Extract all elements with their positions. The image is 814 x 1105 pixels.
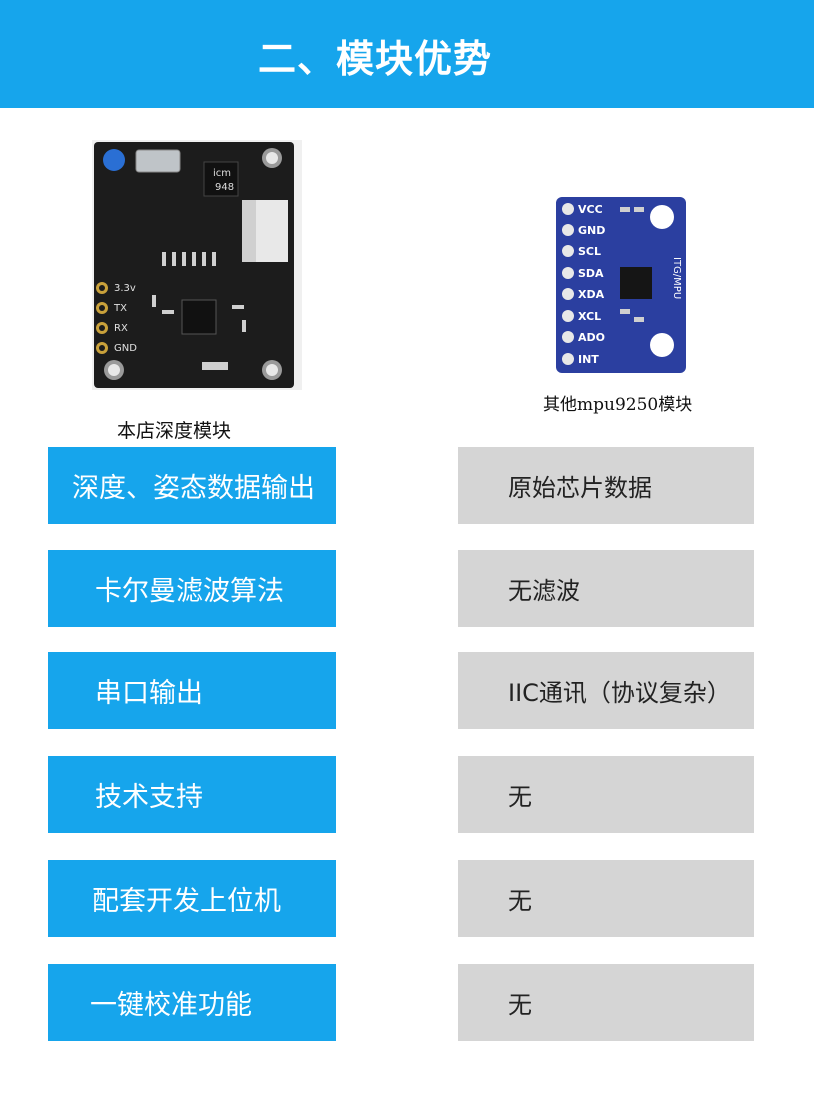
board-text: ITG/MPU — [671, 257, 682, 299]
ours-feature-label: 卡尔曼滤波算法 — [95, 576, 284, 607]
ours-feature-4: 技术支持 — [48, 756, 336, 833]
blue-mark — [103, 149, 125, 171]
theirs-feature-2: 无滤波 — [458, 550, 754, 627]
pin-label-gnd: GND — [114, 343, 137, 354]
ours-feature-label: 深度、姿态数据输出 — [72, 473, 315, 504]
theirs-feature-label: IIC通讯（协议复杂） — [508, 679, 731, 707]
theirs-feature-4: 无 — [458, 756, 754, 833]
depth-module-image: icm 948 3.3v TX RX GND — [92, 140, 302, 390]
theirs-feature-label: 无滤波 — [508, 577, 580, 605]
theirs-feature-label: 无 — [508, 783, 532, 811]
pin-sda: SDA — [578, 267, 604, 280]
pin-gnd: GND — [578, 224, 605, 237]
right-module-caption: 其他mpu9250模块 — [543, 395, 693, 415]
ours-feature-label: 技术支持 — [95, 782, 203, 813]
pin-int: INT — [578, 353, 599, 366]
theirs-feature-3: IIC通讯（协议复杂） — [458, 652, 754, 729]
ours-feature-label: 一键校准功能 — [90, 990, 252, 1021]
chip-label-1: icm — [213, 168, 231, 179]
ours-feature-1: 深度、姿态数据输出 — [48, 447, 336, 524]
pin-xda: XDA — [578, 288, 605, 301]
ours-feature-label: 串口输出 — [95, 678, 203, 709]
pin-label-3v3: 3.3v — [114, 283, 136, 294]
ours-feature-2: 卡尔曼滤波算法 — [48, 550, 336, 627]
theirs-feature-5: 无 — [458, 860, 754, 937]
ours-feature-3: 串口输出 — [48, 652, 336, 729]
pin-ado: ADO — [578, 331, 605, 344]
connector — [252, 200, 288, 262]
left-module-caption: 本店深度模块 — [117, 420, 232, 442]
pin-label-tx: TX — [113, 303, 127, 314]
mpu9250-module-image: VCC GND SCL SDA XDA XCL ADO INT ITG/MPU — [556, 197, 686, 373]
pin-xcl: XCL — [578, 310, 601, 323]
ours-feature-5: 配套开发上位机 — [48, 860, 336, 937]
chip-label-2: 948 — [215, 182, 234, 193]
pin-label-rx: RX — [114, 323, 128, 334]
ours-feature-label: 配套开发上位机 — [92, 886, 281, 917]
theirs-feature-6: 无 — [458, 964, 754, 1041]
ours-feature-6: 一键校准功能 — [48, 964, 336, 1041]
header-banner: 二、模块优势 — [0, 0, 814, 108]
page-title: 二、模块优势 — [258, 37, 493, 81]
pin-scl: SCL — [578, 245, 601, 258]
pin-vcc: VCC — [578, 203, 603, 216]
theirs-feature-label: 无 — [508, 887, 532, 915]
theirs-feature-label: 无 — [508, 991, 532, 1019]
theirs-feature-1: 原始芯片数据 — [458, 447, 754, 524]
theirs-feature-label: 原始芯片数据 — [508, 474, 652, 502]
